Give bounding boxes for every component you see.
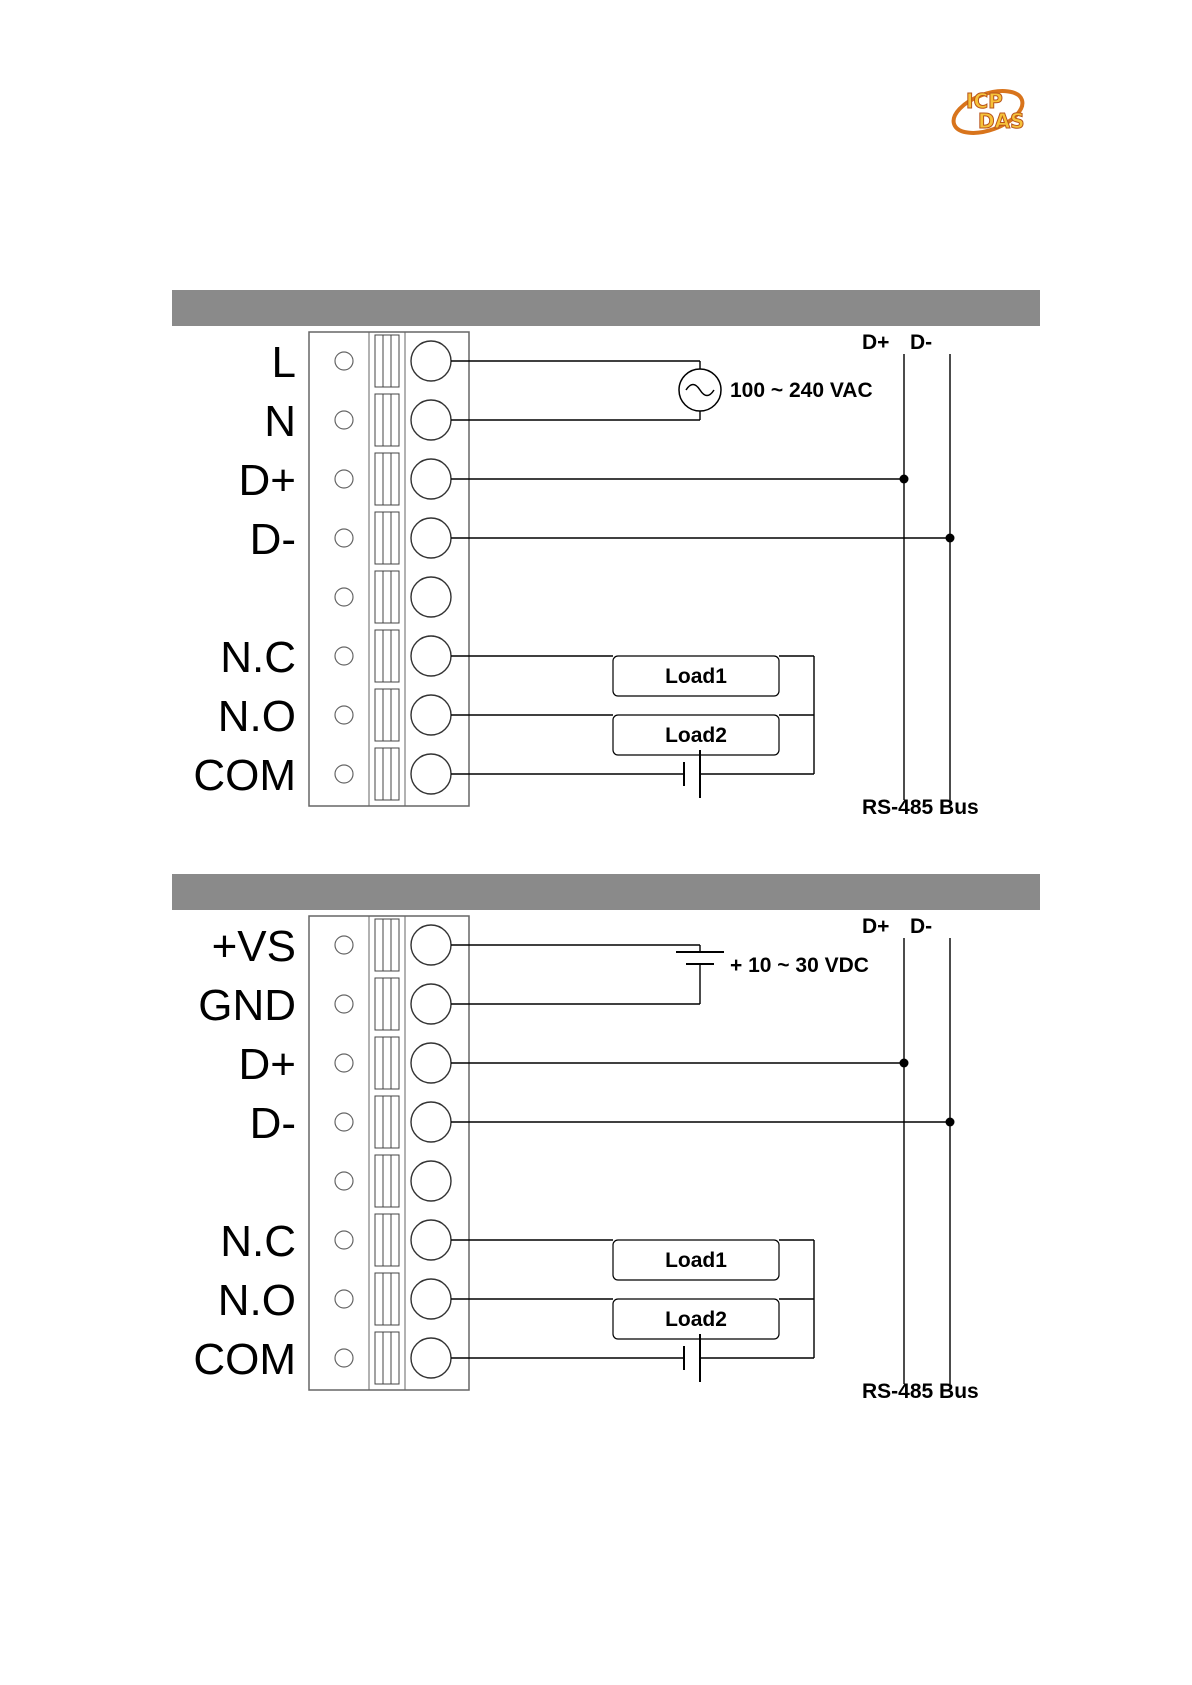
terminal-hole bbox=[335, 1290, 353, 1308]
terminal-screw bbox=[411, 636, 451, 676]
terminal-hole bbox=[335, 995, 353, 1013]
terminal-screw bbox=[411, 925, 451, 965]
icpdas-logo: ICP DAS bbox=[948, 82, 1028, 140]
pin-labels: LN D+ D- N.C N.O COM bbox=[193, 338, 296, 800]
pin-label: N.O bbox=[218, 1276, 296, 1325]
pin-label: D+ bbox=[239, 456, 296, 505]
terminal-hole bbox=[335, 588, 353, 606]
pin-label: D- bbox=[250, 1099, 296, 1148]
dc-battery-icon bbox=[676, 952, 724, 964]
power-label: + 10 ~ 30 VDC bbox=[730, 954, 869, 977]
section-header-bar bbox=[172, 874, 1040, 910]
terminal-clamp bbox=[375, 1332, 399, 1384]
terminal-clamp bbox=[375, 453, 399, 505]
junction-dot bbox=[946, 534, 955, 543]
terminal-clamp bbox=[375, 1037, 399, 1089]
terminal-clamp bbox=[375, 571, 399, 623]
bus-label: RS-485 Bus bbox=[862, 1380, 979, 1403]
bus-minus-label: D- bbox=[910, 915, 932, 938]
terminal-hole bbox=[335, 936, 353, 954]
load2-label: Load2 bbox=[665, 724, 727, 747]
terminal-clamp bbox=[375, 748, 399, 800]
terminal-hole bbox=[335, 1231, 353, 1249]
pin-label: D+ bbox=[239, 1040, 296, 1089]
terminal-screw bbox=[411, 1102, 451, 1142]
terminal-clamp bbox=[375, 689, 399, 741]
terminal-screw bbox=[411, 518, 451, 558]
terminal-screw bbox=[411, 754, 451, 794]
bus-label: RS-485 Bus bbox=[862, 796, 979, 819]
terminal-hole bbox=[335, 352, 353, 370]
terminal-clamp bbox=[375, 919, 399, 971]
pin-label: GND bbox=[198, 981, 296, 1030]
pin-labels: +VS GND D+ D- N.C N.O COM bbox=[193, 922, 296, 1384]
terminal-screw bbox=[411, 1279, 451, 1319]
terminal-screw bbox=[411, 577, 451, 617]
pin-label: N.C bbox=[220, 1217, 296, 1266]
terminal-clamp bbox=[375, 1096, 399, 1148]
wiring-diagram-svg: LN D+ D- N.C N.O COM 100 ~ 240 VAC D+ D- RS-4… bbox=[172, 326, 1040, 832]
terminal-hole bbox=[335, 1172, 353, 1190]
terminal-hole bbox=[335, 647, 353, 665]
section-header-bar bbox=[172, 290, 1040, 326]
junction-dot bbox=[900, 1059, 909, 1068]
terminal-screw bbox=[411, 459, 451, 499]
pin-label: N.O bbox=[218, 692, 296, 741]
terminal-clamp bbox=[375, 512, 399, 564]
terminal-hole bbox=[335, 1054, 353, 1072]
load1-label: Load1 bbox=[665, 1249, 727, 1272]
terminal-screw bbox=[411, 1043, 451, 1083]
bus-minus-label: D- bbox=[910, 331, 932, 354]
terminal-hole bbox=[335, 529, 353, 547]
pin-label: +VS bbox=[212, 922, 296, 971]
load2-label: Load2 bbox=[665, 1308, 727, 1331]
terminal-screw bbox=[411, 1338, 451, 1378]
terminal-screw bbox=[411, 695, 451, 735]
terminal-hole bbox=[335, 470, 353, 488]
terminal-hole bbox=[335, 765, 353, 783]
terminal-screw bbox=[411, 1220, 451, 1260]
load1-label: Load1 bbox=[665, 665, 727, 688]
logo-line2: DAS bbox=[978, 109, 1024, 133]
pin-label: N bbox=[264, 397, 296, 446]
terminal-clamp bbox=[375, 630, 399, 682]
pin-label: COM bbox=[193, 1335, 296, 1384]
bus-plus-label: D+ bbox=[862, 915, 889, 938]
pin-label: D- bbox=[250, 515, 296, 564]
bus-plus-label: D+ bbox=[862, 331, 889, 354]
terminal-screw bbox=[411, 400, 451, 440]
junction-dot bbox=[900, 475, 909, 484]
terminal-clamp bbox=[375, 978, 399, 1030]
terminal-clamp bbox=[375, 1214, 399, 1266]
power-label: 100 ~ 240 VAC bbox=[730, 379, 873, 402]
junction-dot bbox=[946, 1118, 955, 1127]
terminal-screw bbox=[411, 341, 451, 381]
pin-label: N.C bbox=[220, 633, 296, 682]
pin-label: COM bbox=[193, 751, 296, 800]
terminal-clamp bbox=[375, 1155, 399, 1207]
terminal-clamp bbox=[375, 335, 399, 387]
terminal-clamp bbox=[375, 394, 399, 446]
terminal-screw bbox=[411, 1161, 451, 1201]
terminal-hole bbox=[335, 1349, 353, 1367]
pin-label: L bbox=[272, 338, 296, 387]
terminal-hole bbox=[335, 706, 353, 724]
terminal-hole bbox=[335, 411, 353, 429]
terminal-screw bbox=[411, 984, 451, 1024]
terminal-clamp bbox=[375, 1273, 399, 1325]
terminal-hole bbox=[335, 1113, 353, 1131]
